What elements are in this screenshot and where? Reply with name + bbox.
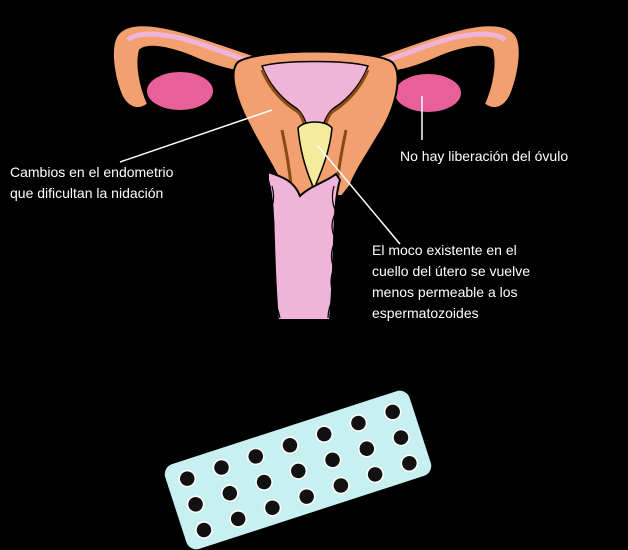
label-cervical-mucus: El moco existente en el cuello del útero… — [372, 240, 530, 324]
right-ovary — [394, 73, 462, 113]
uterus — [234, 52, 398, 197]
left-ovary — [146, 71, 214, 111]
label-endometrium-changes: Cambios en el endometrio que dificultan … — [10, 162, 173, 204]
leader-endometrium — [120, 110, 272, 162]
pill-pack — [160, 386, 436, 550]
vaginal-canal — [268, 172, 340, 320]
label-no-ovulation: No hay liberación del óvulo — [400, 146, 568, 167]
vagina — [268, 172, 340, 320]
